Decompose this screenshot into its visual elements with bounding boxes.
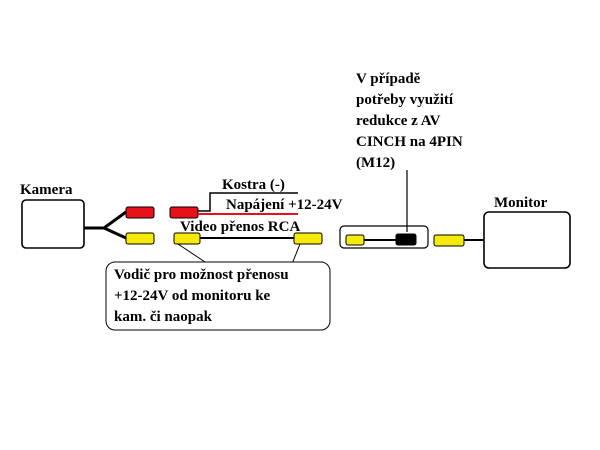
video-rca-end-connector [293, 232, 323, 245]
video-label: Video přenos RCA [180, 219, 301, 235]
wire-note: Vodič pro možnost přenosu +12-24V od mon… [114, 265, 289, 328]
monitor-label: Monitor [494, 195, 548, 211]
monitor-video-connector [433, 234, 465, 247]
monitor-box [483, 211, 571, 269]
adapter-note-line: CINCH na 4PIN [356, 134, 463, 150]
adapter-note-line: potřeby využití [356, 92, 454, 108]
adapter-note-line: redukce z AV [356, 113, 441, 129]
camera-cable [84, 210, 127, 240]
ground-label: Kostra (-) [222, 177, 285, 193]
callout-pointer-right [291, 243, 301, 265]
power-label: Napájení +12-24V [226, 197, 343, 213]
camera-power-connector [125, 206, 155, 219]
camera-video-connector [125, 232, 155, 245]
adapter-note-line: (M12) [356, 155, 396, 171]
camera-box [21, 199, 85, 249]
callout-pointer-left [177, 243, 209, 265]
power-mating-connector [169, 206, 199, 219]
callout-bubble [105, 261, 331, 331]
adapter-note-line: V případě [356, 71, 421, 87]
wire-note-line: Vodič pro možnost přenosu [114, 267, 289, 283]
adapter-rca-connector [345, 234, 365, 246]
m12-plug [395, 233, 417, 246]
ground-wire [198, 192, 298, 212]
wire-note-line: kam. či naopak [114, 309, 212, 325]
adapter-note: V případě potřeby využití redukce z AV C… [356, 69, 463, 174]
wire-note-line: +12-24V od monitoru ke [114, 288, 271, 304]
camera-label: Kamera [20, 182, 73, 198]
